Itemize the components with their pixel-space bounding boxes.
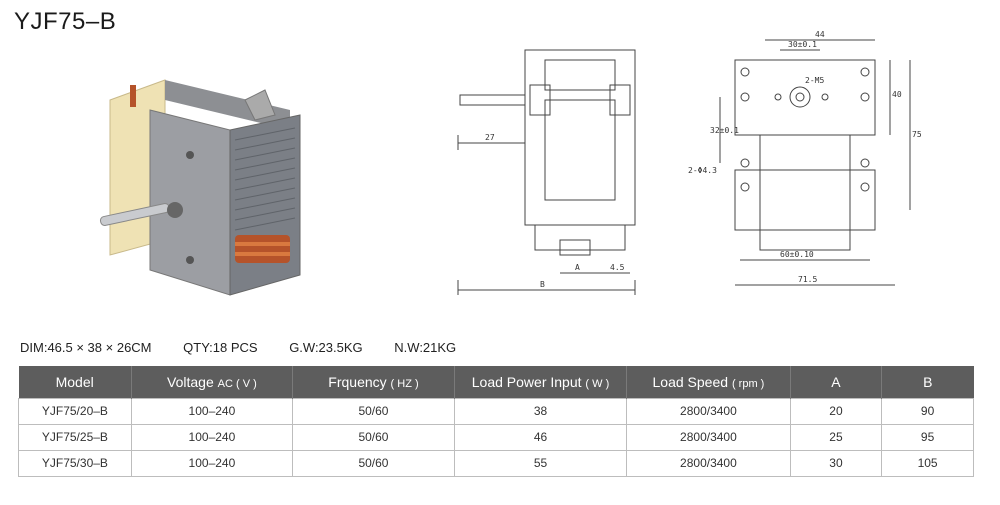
dim-44: 44	[815, 30, 825, 39]
dim-40: 40	[892, 90, 902, 99]
product-title: YJF75–B	[14, 8, 117, 35]
header-frequency: Frquency ( HZ )	[292, 366, 455, 398]
cell-frequency: 50/60	[292, 449, 455, 477]
cell-b: 105	[881, 449, 974, 477]
cell-voltage: 100–240	[130, 397, 294, 425]
cell-b: 90	[881, 397, 974, 425]
dim-4-5: 4.5	[610, 263, 625, 272]
dim-32: 32±0.1	[710, 126, 739, 135]
spec-dim: DIM:46.5 × 38 × 26CM	[20, 340, 152, 355]
cell-a: 20	[789, 397, 883, 425]
cell-a: 30	[789, 449, 883, 477]
cell-model: YJF75/25–B	[18, 423, 132, 451]
table-row: YJF75/25–B 100–240 50/60 46 2800/3400 25…	[18, 423, 974, 451]
header-model: Model	[18, 366, 132, 398]
cell-power: 46	[453, 423, 628, 451]
cell-voltage: 100–240	[130, 449, 294, 477]
table-header-row: Model Voltage AC ( V ) Frquency ( HZ ) L…	[18, 366, 974, 398]
dim-71-5: 71.5	[798, 275, 817, 284]
motor-photo	[99, 79, 301, 296]
spec-nw: N.W:21KG	[394, 340, 457, 355]
front-view-drawing: 44 30±0.1 2-M5 40 75 32±0.1 2-Φ4.3 60±0.…	[688, 30, 922, 286]
dim-2phi: 2-Φ4.3	[688, 166, 717, 175]
header-speed: Load Speed ( rpm )	[626, 366, 791, 398]
spec-table: Model Voltage AC ( V ) Frquency ( HZ ) L…	[18, 366, 974, 477]
cell-a: 25	[789, 423, 883, 451]
dim-27: 27	[485, 133, 495, 142]
cell-voltage: 100–240	[130, 423, 294, 451]
side-view-drawing: 27 A 4.5 B	[457, 49, 636, 295]
dim-2m5: 2-M5	[805, 76, 824, 85]
cell-b: 95	[881, 423, 974, 451]
packing-specs: DIM:46.5 × 38 × 26CM QTY:18 PCS G.W:23.5…	[20, 340, 484, 355]
cell-model: YJF75/30–B	[18, 449, 132, 477]
cell-power: 38	[453, 397, 628, 425]
cell-speed: 2800/3400	[626, 397, 791, 425]
header-power: Load Power Input ( W )	[453, 366, 627, 398]
cell-frequency: 50/60	[292, 397, 455, 425]
dim-75: 75	[912, 130, 922, 139]
dim-60: 60±0.10	[780, 250, 814, 259]
cell-speed: 2800/3400	[626, 449, 791, 477]
spec-gw: G.W:23.5KG	[289, 340, 363, 355]
table-row: YJF75/30–B 100–240 50/60 55 2800/3400 30…	[18, 449, 974, 477]
cell-speed: 2800/3400	[626, 423, 791, 451]
dim-30: 30±0.1	[788, 40, 817, 49]
header-b: B	[881, 366, 974, 398]
cell-frequency: 50/60	[292, 423, 455, 451]
cell-power: 55	[453, 449, 628, 477]
header-a: A	[789, 366, 882, 398]
dim-b: B	[540, 280, 545, 289]
cell-model: YJF75/20–B	[18, 397, 132, 425]
spec-qty: QTY:18 PCS	[183, 340, 258, 355]
dim-a: A	[575, 263, 580, 272]
table-row: YJF75/20–B 100–240 50/60 38 2800/3400 20…	[18, 397, 974, 425]
header-voltage: Voltage AC ( V )	[130, 366, 293, 398]
